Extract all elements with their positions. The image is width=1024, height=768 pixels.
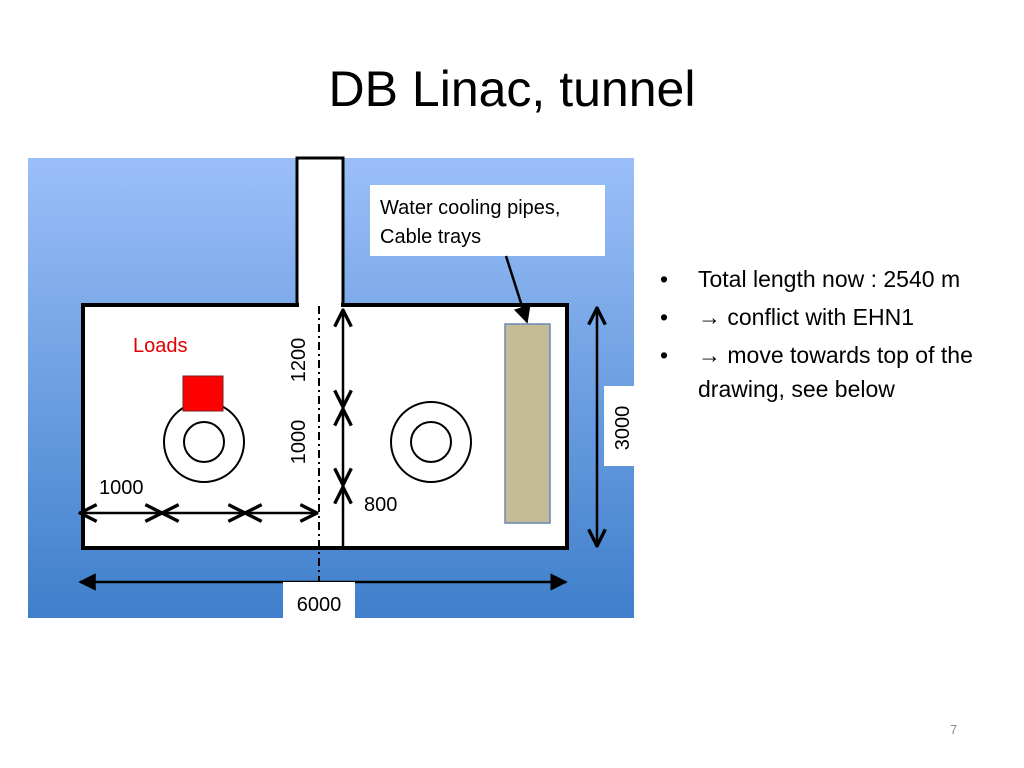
dim-800-label: 800 — [364, 494, 397, 516]
loads-box — [182, 375, 224, 412]
callout-line1: Water cooling pipes, — [380, 197, 560, 219]
bullet-marker: • — [660, 342, 669, 368]
bullet-item: • → move towards top of the drawing, see… — [660, 338, 1010, 406]
bullet-text: → move towards top of the drawing, see b… — [698, 342, 973, 402]
bullet-item: • Total length now : 2540 m — [660, 262, 1010, 296]
bullet-item: • → conflict with EHN1 — [660, 300, 1010, 334]
access-shaft — [295, 156, 345, 308]
loads-label: Loads — [133, 335, 188, 357]
bullet-marker: • — [660, 304, 669, 330]
dim-6000-label-box — [283, 582, 355, 618]
slide-title: DB Linac, tunnel — [328, 61, 696, 117]
callout-pointer-arrow — [504, 255, 531, 324]
beam-pipe-right-inner — [410, 421, 452, 463]
bullet-marker: • — [660, 266, 669, 292]
bullet-text: Total length now : 2540 m — [698, 266, 961, 292]
page-number: 7 — [950, 722, 958, 737]
callout-line2: Cable trays — [380, 226, 481, 248]
bullet-text: → conflict with EHN1 — [698, 304, 915, 330]
dim-1200-label: 1200 — [288, 338, 310, 383]
dim-6000-label: 6000 — [297, 594, 342, 616]
dim-3000-label: 3000 — [612, 406, 634, 451]
beam-pipe-left-inner — [183, 421, 225, 463]
callout-box — [370, 185, 605, 256]
bullet-list: • Total length now : 2540 m • → conflict… — [660, 262, 1010, 410]
dim-3000-label-box — [604, 386, 634, 466]
beam-pipe-right-outer — [390, 401, 472, 483]
dim-1000-vertical-label: 1000 — [288, 420, 310, 465]
cable-tray — [504, 323, 551, 524]
dim-1000-horizontal-label: 1000 — [99, 477, 144, 499]
